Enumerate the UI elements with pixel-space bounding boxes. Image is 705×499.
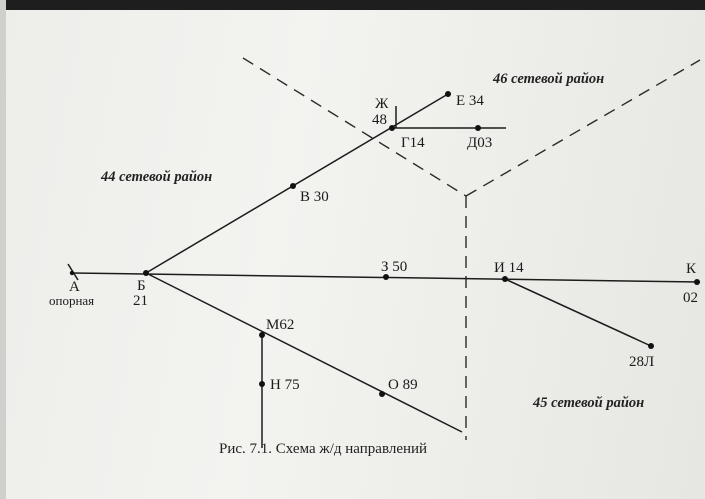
station-dot-K [694, 279, 700, 285]
district-44-label: 44 сетевой район [101, 169, 213, 185]
district-46-label: 46 сетевой район [493, 71, 605, 87]
station-dot-A [69, 270, 75, 276]
station-dot-E [445, 91, 451, 97]
station-Z-label: З 50 [381, 259, 408, 275]
station-L-label: 28Л [629, 354, 655, 370]
station-I-label: И 14 [494, 260, 524, 276]
station-A-note: опорная [49, 293, 95, 308]
line-B-O [145, 272, 463, 433]
station-A-label: А [69, 279, 80, 295]
boundary-46-45 [465, 59, 701, 197]
boundary-44-46 [242, 57, 467, 197]
station-dot-V [290, 183, 296, 189]
station-dot-L [648, 343, 654, 349]
station-D-label: Д03 [467, 135, 493, 151]
station-B-label: Б [137, 278, 146, 294]
station-ZH-code: 48 [372, 112, 387, 128]
station-dot-G [389, 125, 395, 131]
station-G-label: Г14 [401, 135, 425, 151]
station-O-label: О 89 [388, 377, 418, 393]
page-top-edge [0, 0, 705, 10]
station-dot-B [143, 270, 149, 276]
station-dot-Z [383, 274, 389, 280]
line-B-E [145, 93, 449, 274]
station-M-label: М62 [266, 317, 295, 333]
station-B-code: 21 [133, 293, 148, 309]
station-E-label: Е 34 [456, 93, 484, 109]
station-dot-N [259, 381, 265, 387]
station-dot-I [502, 276, 508, 282]
station-K-label: К [686, 261, 697, 277]
station-N-label: Н 75 [270, 377, 300, 393]
page-left-edge [0, 0, 6, 499]
figure-caption: Рис. 7.1. Схема ж/д направлений [219, 441, 428, 457]
station-K-code: 02 [683, 290, 698, 306]
line-I-L [504, 278, 652, 347]
station-V-label: В 30 [300, 189, 329, 205]
station-dot-O [379, 391, 385, 397]
district-45-label: 45 сетевой район [533, 395, 645, 411]
station-dot-D [475, 125, 481, 131]
station-ZH-label: Ж [375, 96, 389, 112]
station-dot-M [259, 332, 265, 338]
